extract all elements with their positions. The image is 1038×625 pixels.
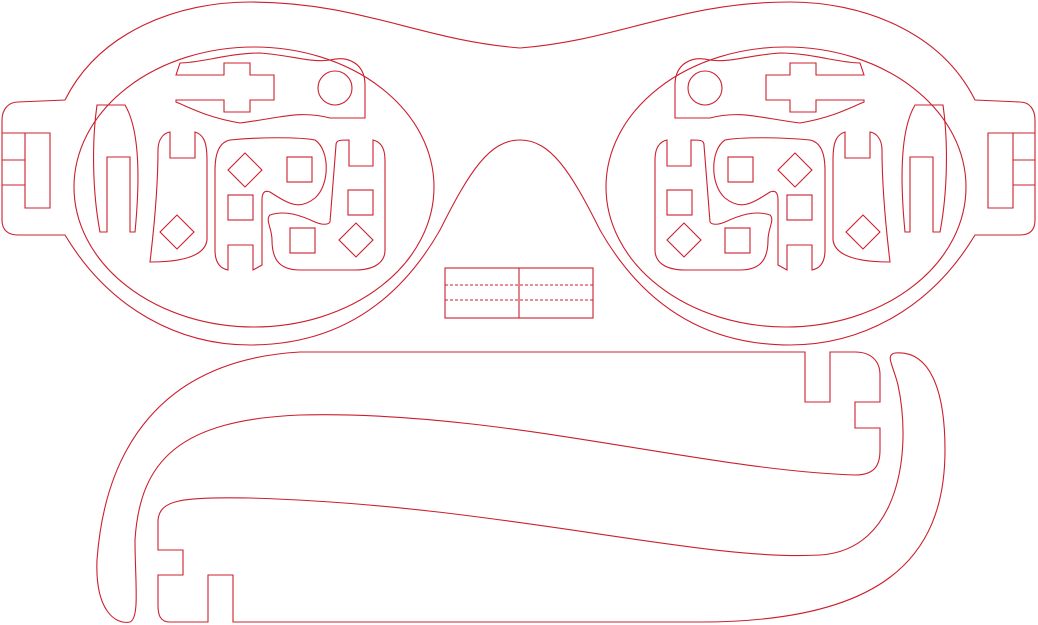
bracket-piece-a [149, 131, 208, 263]
right-ear-slot [987, 132, 1035, 209]
frame-outline [1, 1, 1036, 346]
fork-piece [93, 104, 139, 233]
temple-arm-top [96, 351, 881, 623]
left-lens-opening [73, 46, 435, 328]
left-ear-slot [2, 132, 51, 209]
temple-arm-bottom [157, 352, 946, 623]
s-piece-lower [267, 139, 386, 271]
left-lens-pieces [93, 52, 386, 271]
nose-insert [444, 267, 594, 319]
right-lens-opening [605, 46, 967, 328]
s-piece [214, 137, 327, 271]
right-lens-pieces [654, 52, 947, 271]
key-piece [175, 52, 366, 124]
